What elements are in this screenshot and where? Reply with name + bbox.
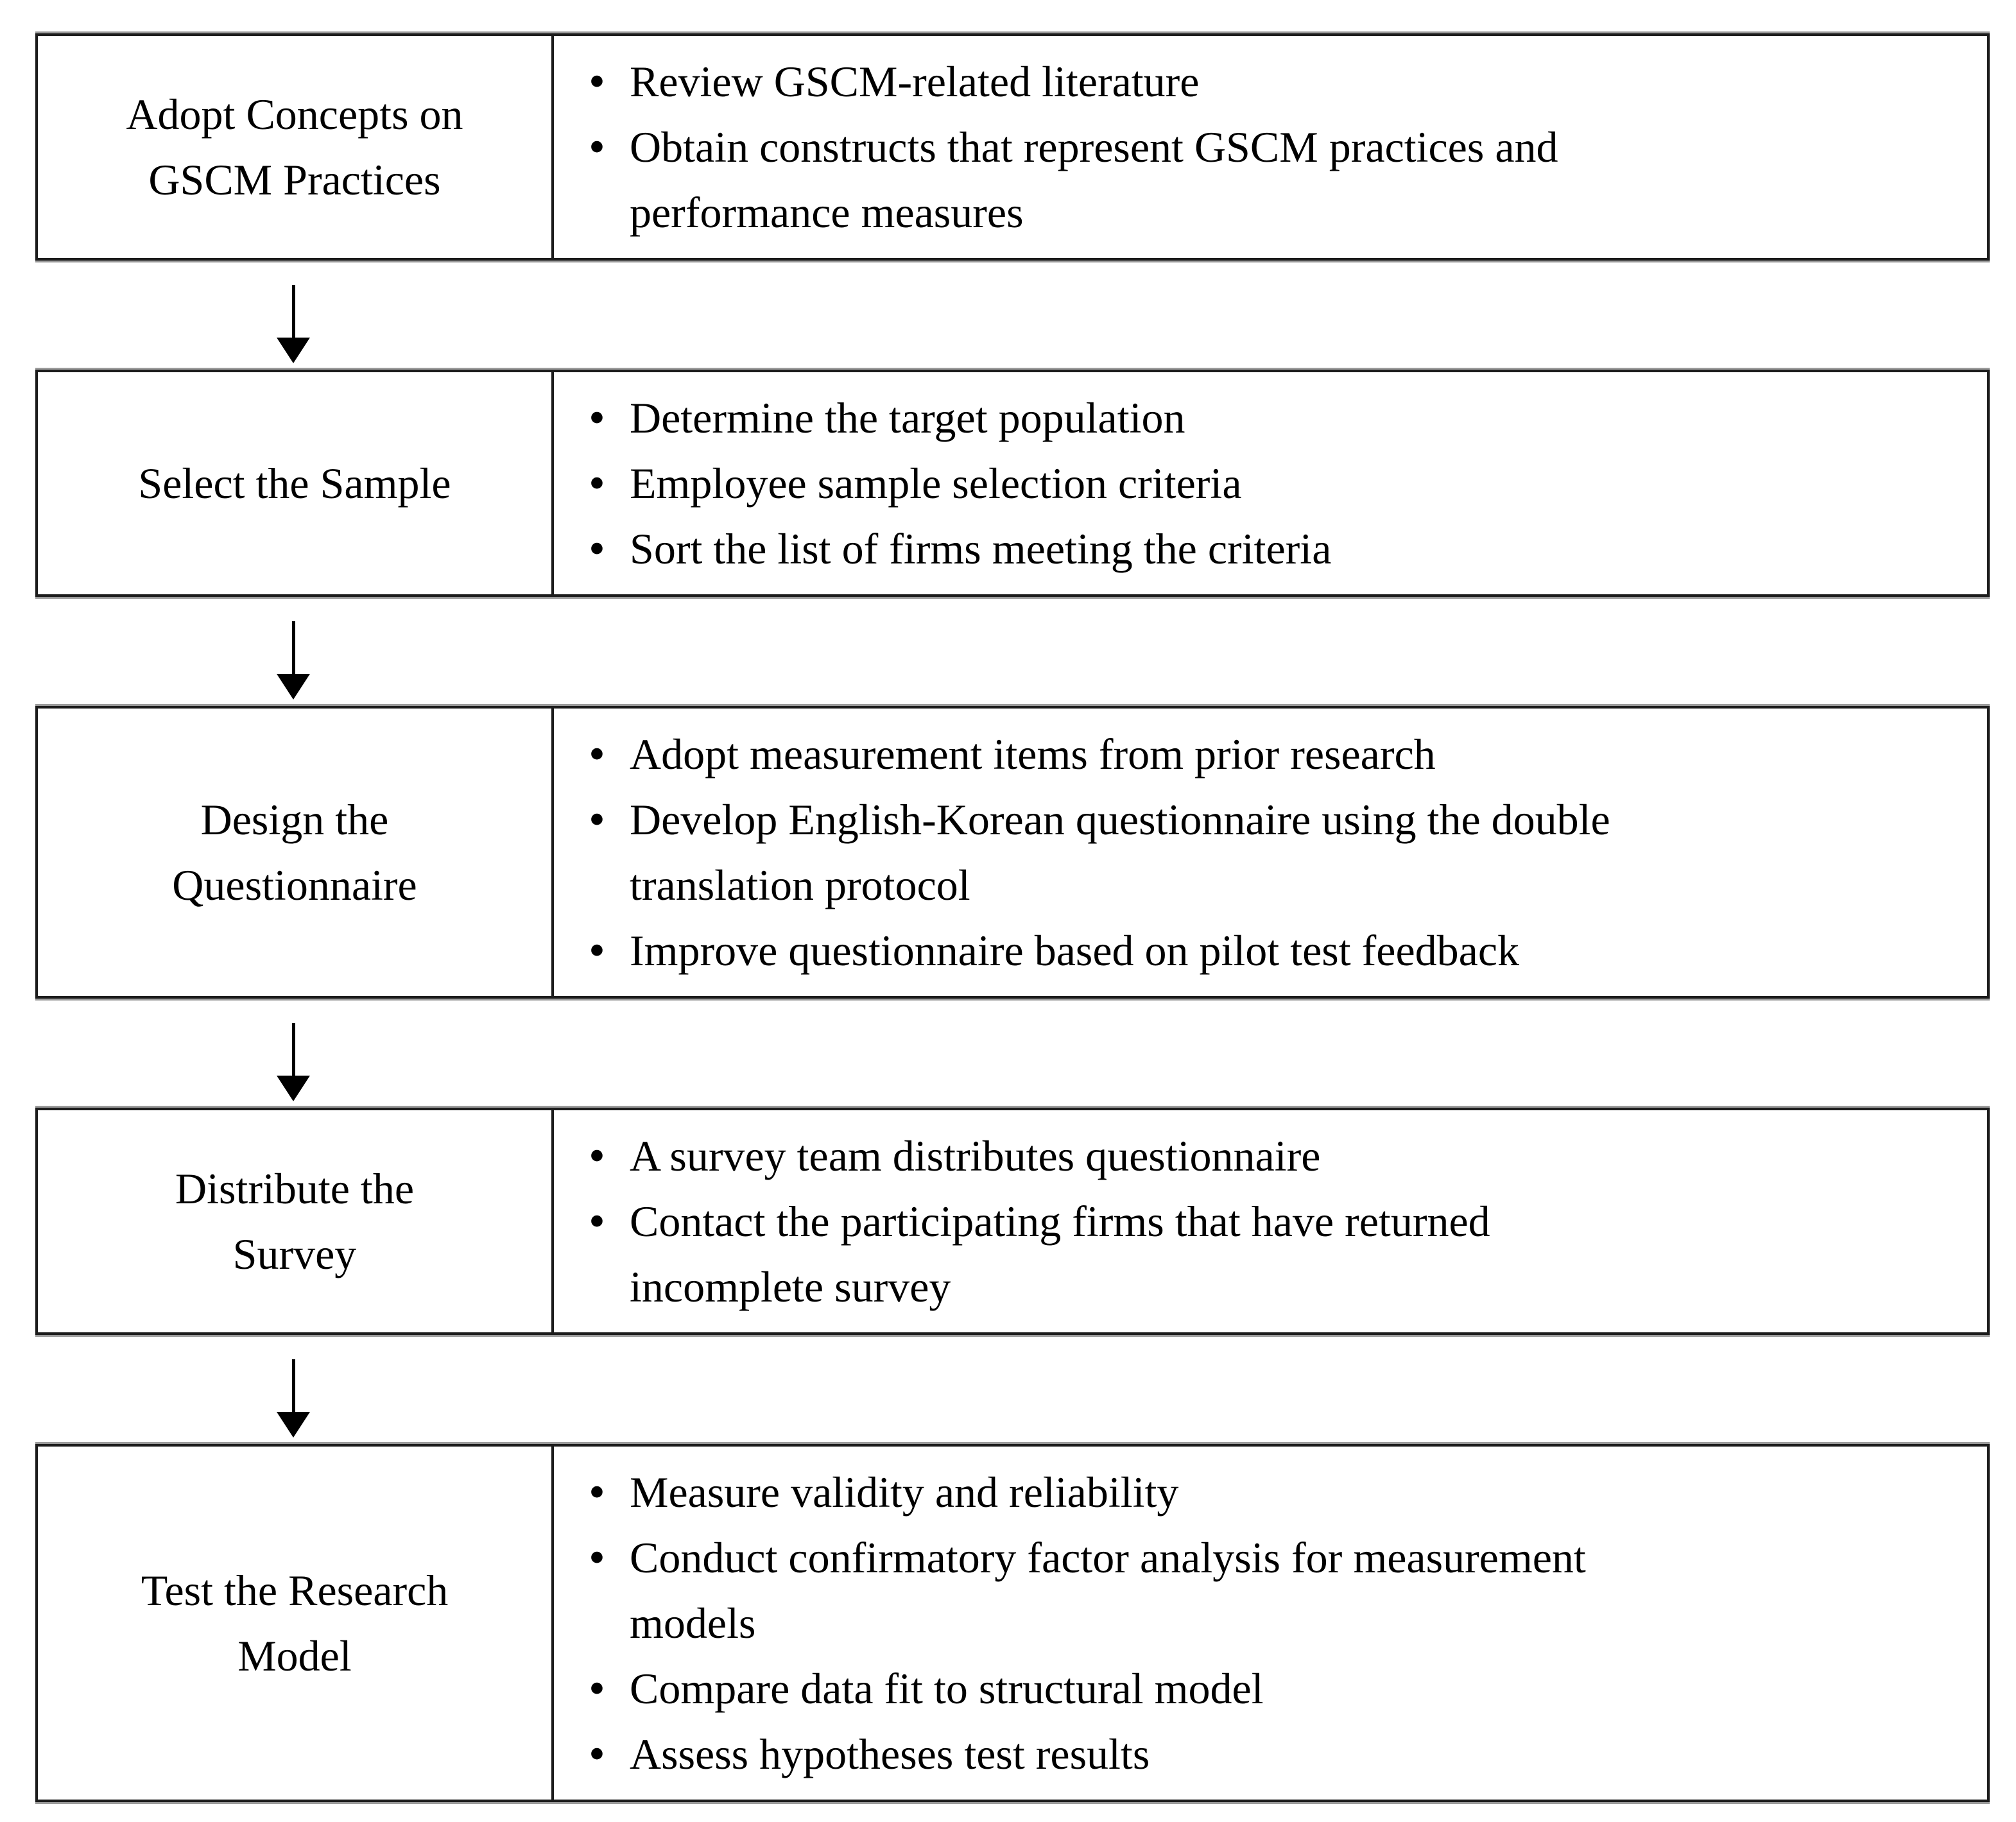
arrow-head	[277, 674, 310, 700]
bullet-item: Sort the list of firms meeting the crite…	[589, 516, 1331, 581]
step-details-cell: Determine the target populationEmployee …	[554, 372, 1987, 594]
step-title-cell: Select the Sample	[38, 372, 554, 594]
bullet-list: Review GSCM-related literatureObtain con…	[554, 49, 1558, 245]
bullet-item: Improve questionnaire based on pilot tes…	[589, 918, 1610, 983]
flow-step: Test the Research Model Measure validity…	[35, 1444, 1990, 1802]
step-details-cell: A survey team distributes questionnaireC…	[554, 1110, 1987, 1332]
bullet-item: Determine the target population	[589, 385, 1331, 451]
arrow-stem	[291, 1359, 295, 1413]
bullet-list: Determine the target populationEmployee …	[554, 385, 1331, 581]
bullet-list: Measure validity and reliabilityConduct …	[554, 1459, 1586, 1787]
flow-connector	[35, 1335, 1990, 1444]
bullet-list: A survey team distributes questionnaireC…	[554, 1123, 1490, 1319]
bullet-item: Measure validity and reliability	[589, 1459, 1586, 1525]
bullet-item: Contact the participating firms that hav…	[589, 1189, 1490, 1319]
flow-step: Adopt Concepts on GSCM Practices Review …	[35, 33, 1990, 261]
arrow-head	[277, 1412, 310, 1438]
bullet-item: Review GSCM-related literature	[589, 49, 1558, 114]
step-title-cell: Design the Questionnaire	[38, 709, 554, 996]
step-title: Select the Sample	[138, 459, 451, 508]
arrow-head	[277, 338, 310, 363]
bullet-item: Compare data fit to structural model	[589, 1656, 1586, 1721]
flow-connector	[35, 261, 1990, 370]
flow-step: Select the Sample Determine the target p…	[35, 370, 1990, 597]
arrow-stem	[291, 621, 295, 675]
bullet-item: Obtain constructs that represent GSCM pr…	[589, 114, 1558, 245]
flow-connector	[35, 999, 1990, 1108]
step-title: Design the Questionnaire	[172, 795, 417, 909]
arrow-down-icon	[277, 1359, 310, 1438]
arrow-down-icon	[277, 285, 310, 363]
step-title-cell: Adopt Concepts on GSCM Practices	[38, 36, 554, 258]
arrow-stem	[291, 285, 295, 339]
step-title: Distribute the Survey	[175, 1164, 415, 1278]
step-title: Adopt Concepts on GSCM Practices	[126, 90, 463, 204]
flow-step: Distribute the Survey A survey team dist…	[35, 1108, 1990, 1335]
arrow-down-icon	[277, 1023, 310, 1101]
bullet-item: Adopt measurement items from prior resea…	[589, 721, 1610, 787]
bullet-list: Adopt measurement items from prior resea…	[554, 721, 1610, 983]
arrow-stem	[291, 1023, 295, 1077]
bullet-item: Develop English-Korean questionnaire usi…	[589, 787, 1610, 918]
bullet-item: Assess hypotheses test results	[589, 1721, 1586, 1787]
bullet-item: A survey team distributes questionnaire	[589, 1123, 1490, 1189]
flow-step: Design the Questionnaire Adopt measureme…	[35, 706, 1990, 999]
bullet-item: Conduct confirmatory factor analysis for…	[589, 1525, 1586, 1656]
step-details-cell: Adopt measurement items from prior resea…	[554, 709, 1987, 996]
bullet-item: Employee sample selection criteria	[589, 451, 1331, 516]
arrow-down-icon	[277, 621, 310, 700]
step-title: Test the Research Model	[141, 1566, 449, 1680]
arrow-head	[277, 1076, 310, 1101]
step-title-cell: Distribute the Survey	[38, 1110, 554, 1332]
step-details-cell: Review GSCM-related literatureObtain con…	[554, 36, 1987, 258]
step-details-cell: Measure validity and reliabilityConduct …	[554, 1447, 1987, 1800]
research-method-flowchart: Adopt Concepts on GSCM Practices Review …	[35, 33, 1990, 1802]
step-title-cell: Test the Research Model	[38, 1447, 554, 1800]
flow-connector	[35, 597, 1990, 706]
